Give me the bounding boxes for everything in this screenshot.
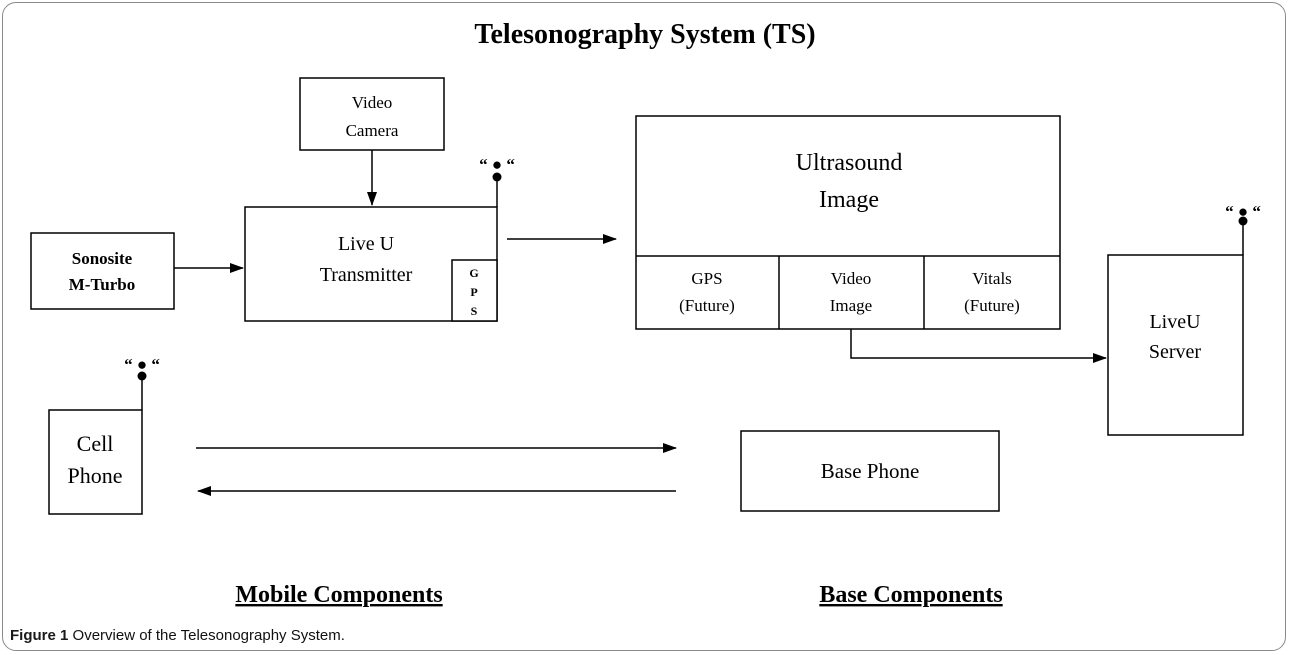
cell-phone-box: Cell Phone [48, 409, 143, 515]
cell-phone-label-2: Phone [68, 463, 123, 488]
gps-future-label-2: (Future) [679, 296, 735, 315]
server-antenna-icon: “ ● “ [1225, 202, 1261, 255]
gps-module-box [451, 259, 498, 322]
liveu-server-box: LiveU Server [1107, 254, 1244, 436]
base-components-heading: Base Components [819, 582, 1002, 608]
cell-phone-label-1: Cell [77, 431, 114, 456]
cell-antenna-marks: “ ● “ [124, 355, 160, 374]
transmitter-antenna-icon: “ ● “ [479, 155, 515, 207]
gps-letter-s: S [471, 304, 478, 318]
liveu-server-label-2: Server [1149, 341, 1202, 363]
video-camera-label-2: Camera [346, 121, 399, 140]
ultrasound-display-box: Ultrasound Image GPS (Future) Video Imag… [635, 115, 1061, 330]
diagram-title: Telesonography System (TS) [474, 19, 815, 50]
figure-caption-text: Overview of the Telesonography System. [68, 627, 345, 644]
video-image-label-2: Image [830, 296, 872, 315]
video-to-server-arrow [850, 329, 1107, 363]
figure-caption-label: Figure 1 [10, 627, 69, 644]
liveu-transmitter-label-2: Transmitter [320, 264, 413, 286]
base-phone-label: Base Phone [821, 459, 920, 483]
vitals-future-label-2: (Future) [964, 296, 1020, 315]
sonosite-label-1: Sonosite [72, 249, 133, 268]
sonosite-box: Sonosite M-Turbo [30, 232, 175, 310]
mobile-components-heading: Mobile Components [235, 582, 442, 608]
ultrasound-image-label-2: Image [819, 187, 879, 213]
video-camera-label-1: Video [352, 93, 393, 112]
video-image-label-1: Video [831, 269, 872, 288]
liveu-server-label-1: LiveU [1149, 311, 1201, 333]
vitals-future-label-1: Vitals [972, 269, 1012, 288]
cell-antenna-icon: “ ● “ [124, 355, 160, 410]
liveu-transmitter-box: Live U Transmitter G P S [244, 206, 498, 322]
gps-letter-p: P [470, 285, 477, 299]
video-camera-box: Video Camera [299, 77, 445, 151]
sonosite-label-2: M-Turbo [69, 275, 135, 294]
figure-caption: Figure 1 Overview of the Telesonography … [10, 627, 345, 644]
ultrasound-image-label-1: Ultrasound [796, 150, 903, 176]
gps-letter-g: G [469, 266, 478, 280]
gps-future-label-1: GPS [691, 269, 722, 288]
server-antenna-marks: “ ● “ [1225, 202, 1261, 221]
base-phone-box: Base Phone [740, 430, 1000, 512]
transmitter-antenna-marks: “ ● “ [479, 155, 515, 174]
liveu-transmitter-label-1: Live U [338, 233, 395, 255]
